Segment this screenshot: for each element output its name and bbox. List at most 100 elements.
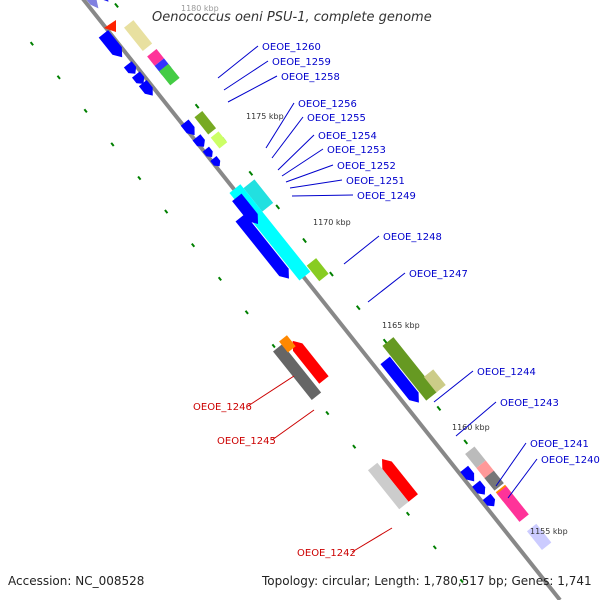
gene-arrow-shape [180,119,195,136]
gene-block [159,63,180,86]
gene-label: OEOE_1259 [272,57,331,68]
gene-label: OEOE_1240 [541,455,600,466]
leader-line [289,179,343,189]
coordinate-label: 1155 kbp [530,527,568,536]
gene-block [194,111,217,135]
gene-arrow [460,465,475,482]
leader-line [247,375,295,407]
gene-block-shape [306,258,329,282]
gene-arrow [235,213,289,279]
gene-arrow-shape [460,465,475,482]
inner-tick-mark [29,41,34,46]
inner-tick-mark [352,444,357,449]
gene-block-shape [367,462,409,510]
outer-tick-mark [329,271,334,277]
outer-tick-mark [275,204,281,210]
gene-block-shape [526,523,552,551]
inner-tick-mark [271,343,276,349]
gene-block-shape [194,111,217,135]
genome-backbone [81,0,562,600]
gene-block [526,523,552,551]
gene-block [423,369,446,393]
outer-tick-mark [194,103,200,109]
inner-tick-mark [459,578,464,584]
gene-block [210,131,228,149]
outer-tick-mark [436,405,442,411]
gene-arrow-shape [482,493,496,507]
gene-label: OEOE_1246 [193,402,252,413]
gene-label: OEOE_1242 [297,548,356,559]
gene-label: OEOE_1256 [298,99,357,110]
gene-block-shape [273,344,322,400]
gene-block [279,335,296,353]
outer-tick-mark [302,237,307,244]
gene-block-shape [124,20,153,52]
accession-text: Accession: NC_008528 [8,574,145,588]
gene-block-shape [210,131,228,149]
leader-line [507,458,538,499]
gene-arrow-rev-shape [292,340,329,384]
coordinate-label: 1180 kbp [181,4,219,13]
gene-label: OEOE_1252 [337,161,396,172]
gene-label: OEOE_1248 [383,232,442,243]
inner-tick-mark [164,209,169,214]
gene-block-shape [423,369,446,393]
gene-arrow [123,61,137,74]
genome-title: Oenococcus oeni PSU-1, complete genome [152,10,432,25]
gene-arrow [380,356,419,403]
inner-tick-mark [432,545,437,550]
gene-block-shape [496,486,529,522]
red-marker-icon [104,20,116,32]
gene-arrow-shape [123,61,137,74]
gene-block [465,446,486,469]
gene-label: OEOE_1258 [281,72,340,83]
gene-label: OEOE_1241 [530,439,589,450]
leader-line [455,401,497,437]
coordinate-label: 1165 kbp [382,321,420,330]
gene-label: OEOE_1247 [409,269,468,280]
leader-line [281,148,324,177]
coordinate-label: 1175 kbp [246,112,284,121]
gene-arrow-shape [380,356,419,403]
gene-arrow-rev [382,458,418,502]
gene-arrow-shape [202,146,213,157]
inner-tick-mark [405,511,410,516]
gene-arrow [131,71,145,84]
gene-arrow [232,193,259,224]
gene-label: OEOE_1249 [357,191,416,202]
leader-line [223,60,269,91]
gene-block-shape [159,63,180,86]
gene-arrow-shape [131,71,145,84]
outer-tick-mark [355,305,361,311]
gene-arrow-shape [235,213,289,279]
gene-arrow-shape [98,30,123,58]
inner-tick-mark [325,410,330,416]
gene-arrow-shape [138,79,153,96]
gene-arrow-shape [192,134,205,147]
gene-arrow [180,119,195,136]
gene-arrow [482,493,496,507]
leader-line [285,164,334,183]
gene-block [382,337,438,401]
gene-label: OEOE_1245 [217,436,276,447]
coordinate-label: 1160 kbp [452,423,490,432]
gene-block [367,462,409,510]
leader-line [271,116,304,159]
outer-tick-mark [114,2,119,9]
gene-label: OEOE_1251 [346,176,405,187]
gene-label: OEOE_1244 [477,367,536,378]
gene-block-shape [484,470,504,491]
gene-arrow-shape [472,480,486,495]
inner-tick-mark [217,276,222,281]
gene-block-shape [147,49,165,66]
gene-block-shape [243,179,274,212]
coordinate-label: 1170 kbp [313,218,351,227]
leader-line [343,235,380,265]
gene-arrow [210,156,221,167]
gene-arrow-shape [210,156,221,167]
topology-text: Topology: circular; Length: 1,780,517 bp… [262,574,592,588]
leader-line [227,75,278,103]
leader-line [351,527,393,553]
outer-tick-mark [463,439,469,445]
